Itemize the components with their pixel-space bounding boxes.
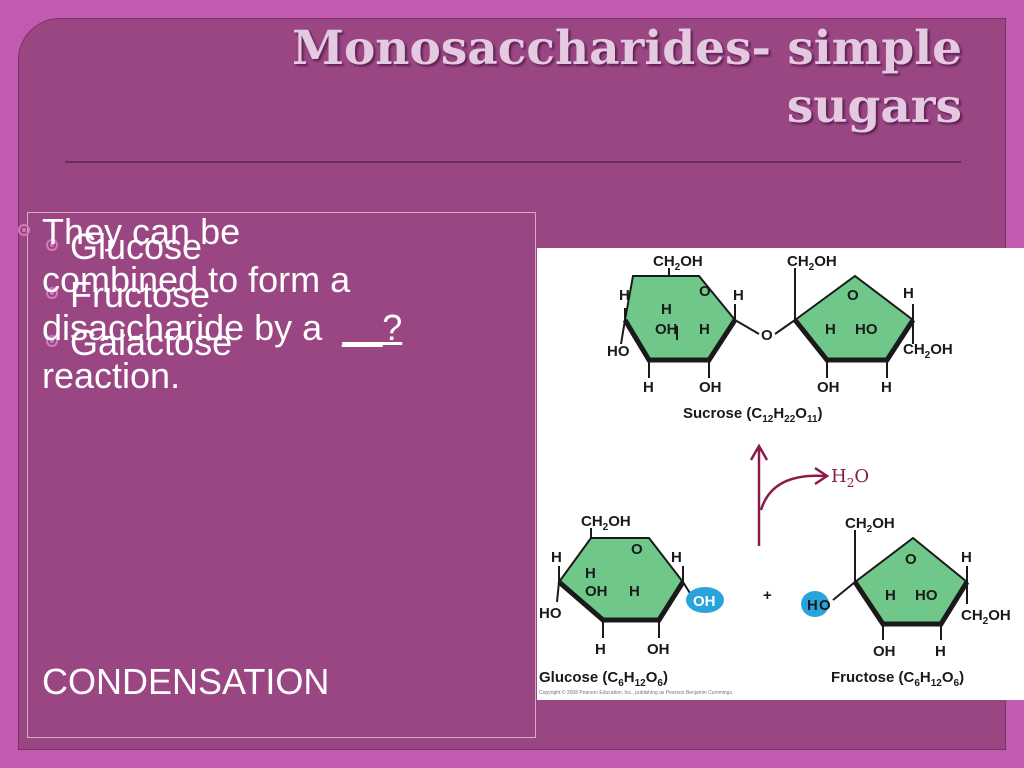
bullet-icon (46, 239, 58, 251)
sucrose-ch2oh-2: CH2OH (787, 253, 837, 273)
sucrose-h-2: H (733, 287, 744, 304)
fructose-hydroxyl-h: H (807, 597, 818, 614)
bullet-text: Glucose (70, 226, 203, 267)
reaction-arrow (749, 443, 830, 546)
slide-title: Monosaccharides- simple sugars (202, 20, 962, 136)
sucrose-ch2oh-1: CH2OH (653, 253, 703, 273)
fructose-hydroxyl-highlight (801, 591, 829, 617)
bullet-icon (46, 287, 58, 299)
fructose-ch2oh-1: CH2OH (845, 515, 895, 535)
sucrose-h-7: H (643, 379, 654, 396)
fructose-ho: HO (915, 587, 938, 604)
glucose-oh-2: OH (647, 641, 670, 658)
list-item: Galactose (46, 319, 232, 367)
sucrose-glucose-ring-edge (622, 318, 738, 363)
list-item: Fructose (46, 271, 232, 319)
sucrose-h-1: H (619, 287, 630, 304)
sucrose-h-4: H (699, 321, 710, 338)
glucose-caption: Glucose (C6H12O6) (539, 669, 668, 689)
fructose-h-1: H (961, 549, 972, 566)
fructose-ring-o: O (905, 551, 917, 568)
content-text-box: Glucose Fructose Galactose (27, 212, 536, 738)
reaction-diagram: CH2OH CH2OH O O H H H OH H HO O H HO H C… (539, 253, 1011, 696)
glucose-ch2oh: CH2OH (581, 513, 631, 533)
sucrose-fructose-ring-edge (793, 318, 916, 363)
sucrose-h-5: H (825, 321, 836, 338)
para-line-3: disaccharide by a __? (42, 304, 502, 352)
bullet-icon (46, 335, 58, 347)
answer-blank: __? (342, 307, 403, 348)
fructose-h-2: H (885, 587, 896, 604)
sucrose-oh-1: OH (655, 321, 678, 338)
fructose-bonds (832, 530, 968, 640)
glucose-oh-1: OH (585, 583, 608, 600)
sucrose-ch2oh-3: CH2OH (903, 341, 953, 361)
glucose-h-5: H (595, 641, 606, 658)
sucrose-oh-2: OH (699, 379, 722, 396)
bullet-icon (18, 224, 30, 236)
sucrose-ho-1: HO (607, 343, 630, 360)
glucose-bonds (556, 528, 694, 638)
bullet-text: Galactose (70, 322, 233, 363)
fructose-ring-edge (852, 580, 970, 627)
glucose-h-3: H (585, 565, 596, 582)
fructose-hydroxyl-o: O (819, 597, 831, 614)
para-line-4: reaction. (42, 355, 181, 396)
water-label: H2O (831, 466, 869, 490)
title-line-2: sugars (786, 79, 962, 134)
copyright-notice: Copyright © 2008 Pearson Education, Inc.… (539, 689, 733, 696)
sucrose-ring-o-1: O (699, 283, 711, 300)
sucrose-bonds (620, 268, 914, 378)
fructose-ch2oh-2: CH2OH (961, 607, 1011, 627)
question-paragraph: They can be combined to form a disacchar… (18, 208, 502, 400)
glucose-ring-o: O (631, 541, 643, 558)
glucose-h-1: H (551, 549, 562, 566)
plus-sign: + (763, 587, 772, 604)
sugar-list: Glucose Fructose Galactose (46, 223, 232, 367)
para-line-1: They can be (42, 211, 241, 252)
glucose-hydroxyl-oh: OH (693, 593, 716, 610)
sucrose-glycosidic-o: O (761, 327, 773, 344)
fructose-oh: OH (873, 643, 896, 660)
para-line-2: combined to form a (42, 259, 351, 300)
answer-text: CONDENSATION (42, 661, 330, 702)
sucrose-oh-3: OH (817, 379, 840, 396)
fructose-caption: Fructose (C6H12O6) (831, 669, 964, 689)
glucose-h-2: H (671, 549, 682, 566)
para-line-3-text: disaccharide by a (42, 307, 323, 348)
list-item: Glucose (46, 223, 232, 271)
sucrose-h-8: H (881, 379, 892, 396)
sucrose-h-3: H (661, 301, 672, 318)
sucrose-h-6: H (903, 285, 914, 302)
fructose-h-3: H (935, 643, 946, 660)
sucrose-ho-2: HO (855, 321, 878, 338)
glucose-ring-edge (557, 580, 686, 623)
glucose-h-4: H (629, 583, 640, 600)
title-divider (65, 161, 961, 163)
bullet-text: Fructose (70, 274, 211, 315)
sucrose-caption: Sucrose (C12H22O11) (683, 405, 823, 425)
title-line-1: Monosaccharides- simple (291, 21, 962, 76)
glucose-ho: HO (539, 605, 562, 622)
glucose-hydroxyl-highlight (686, 587, 724, 613)
sucrose-ring-o-2: O (847, 287, 859, 304)
sucrose-formation-figure: CH2OH CH2OH O O H H H OH H HO O H HO H C… (537, 248, 1024, 700)
